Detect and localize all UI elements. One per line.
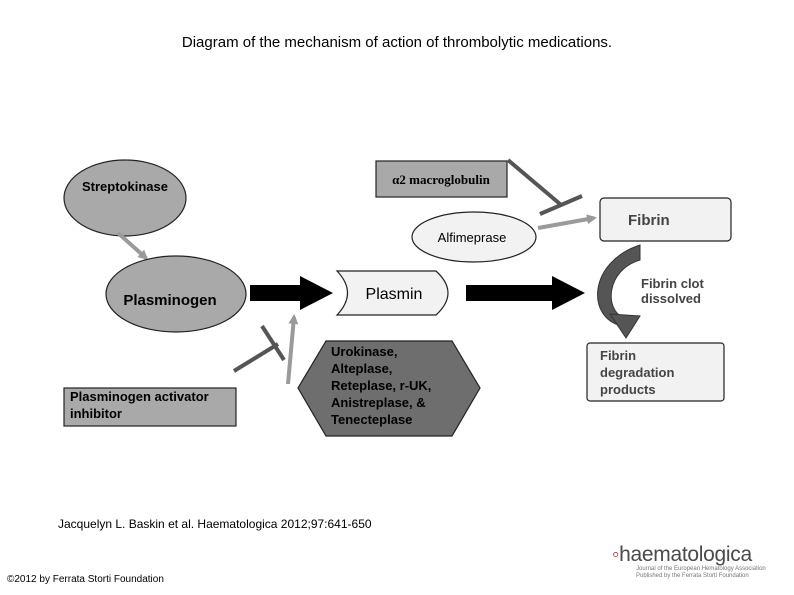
svg-text:Urokinase, Alteplase,: Urokinase, Alteplase, Reteplase, r-UK, A… bbox=[331, 344, 435, 427]
logo-wordmark: ◦haematologica bbox=[612, 543, 752, 567]
haematologica-logo[interactable]: ◦haematologica Journal of the European H… bbox=[600, 543, 790, 583]
alpha2-inhibition-line bbox=[506, 158, 583, 216]
streptokinase-node: Streptokinase bbox=[63, 159, 187, 237]
alfimeprase-to-fibrin-arrow bbox=[537, 214, 597, 230]
page-title: Diagram of the mechanism of action of th… bbox=[181, 34, 613, 51]
logo-mark-icon: ◦ bbox=[612, 543, 620, 566]
streptokinase-label: Streptokinase bbox=[82, 179, 168, 194]
alfimeprase-node: Alfimeprase bbox=[411, 211, 537, 263]
fibrin-clot-dissolved-label: Fibrin clot dissolved bbox=[641, 276, 707, 306]
logo-tagline-line-1: Journal of the European Hematology Assoc… bbox=[636, 566, 766, 572]
logo-tagline: Journal of the European Hematology Assoc… bbox=[636, 566, 766, 580]
plasminogen-node: Plasminogen bbox=[105, 255, 247, 333]
copyright: ©2012 by Ferrata Storti Foundation bbox=[7, 574, 164, 585]
fibrin-node: Fibrin bbox=[599, 197, 732, 242]
alfimeprase-label: Alfimeprase bbox=[438, 230, 507, 245]
streptokinase-to-plasminogen-arrow bbox=[116, 231, 149, 260]
plasmin-label: Plasmin bbox=[366, 286, 423, 303]
activators-node: Urokinase, Alteplase, Reteplase, r-UK, A… bbox=[297, 340, 481, 437]
logo-word: haematologica bbox=[619, 543, 752, 566]
alpha2-macroglobulin-node: α2 macroglobulin bbox=[375, 160, 508, 198]
fibrin-label: Fibrin bbox=[628, 212, 670, 229]
svg-text:Plasminogen activator in: Plasminogen activator inhibitor bbox=[70, 389, 212, 421]
alpha2-macroglobulin-label: α2 macroglobulin bbox=[392, 172, 490, 187]
plasminogen-to-plasmin-arrow bbox=[250, 276, 333, 310]
citation: Jacquelyn L. Baskin et al. Haematologica… bbox=[58, 517, 372, 531]
plasmin-to-clot-arrow bbox=[466, 276, 585, 310]
plasmin-node: Plasmin bbox=[335, 270, 449, 316]
plasminogen-activator-inhibitor-node: Plasminogen activator inhibitor bbox=[63, 387, 237, 427]
plasminogen-label: Plasminogen bbox=[123, 292, 216, 309]
svg-text:Fibrin degradation: Fibrin degradation products bbox=[600, 348, 678, 397]
logo-tagline-line-2: Published by the Ferrata Storti Foundati… bbox=[636, 573, 749, 579]
fibrin-degradation-products-node: Fibrin degradation products bbox=[586, 342, 725, 402]
pai-inhibition-line bbox=[232, 324, 286, 373]
clot-dissolving-curved-arrow bbox=[597, 244, 641, 339]
activators-to-plasmin-arrow bbox=[286, 314, 299, 385]
